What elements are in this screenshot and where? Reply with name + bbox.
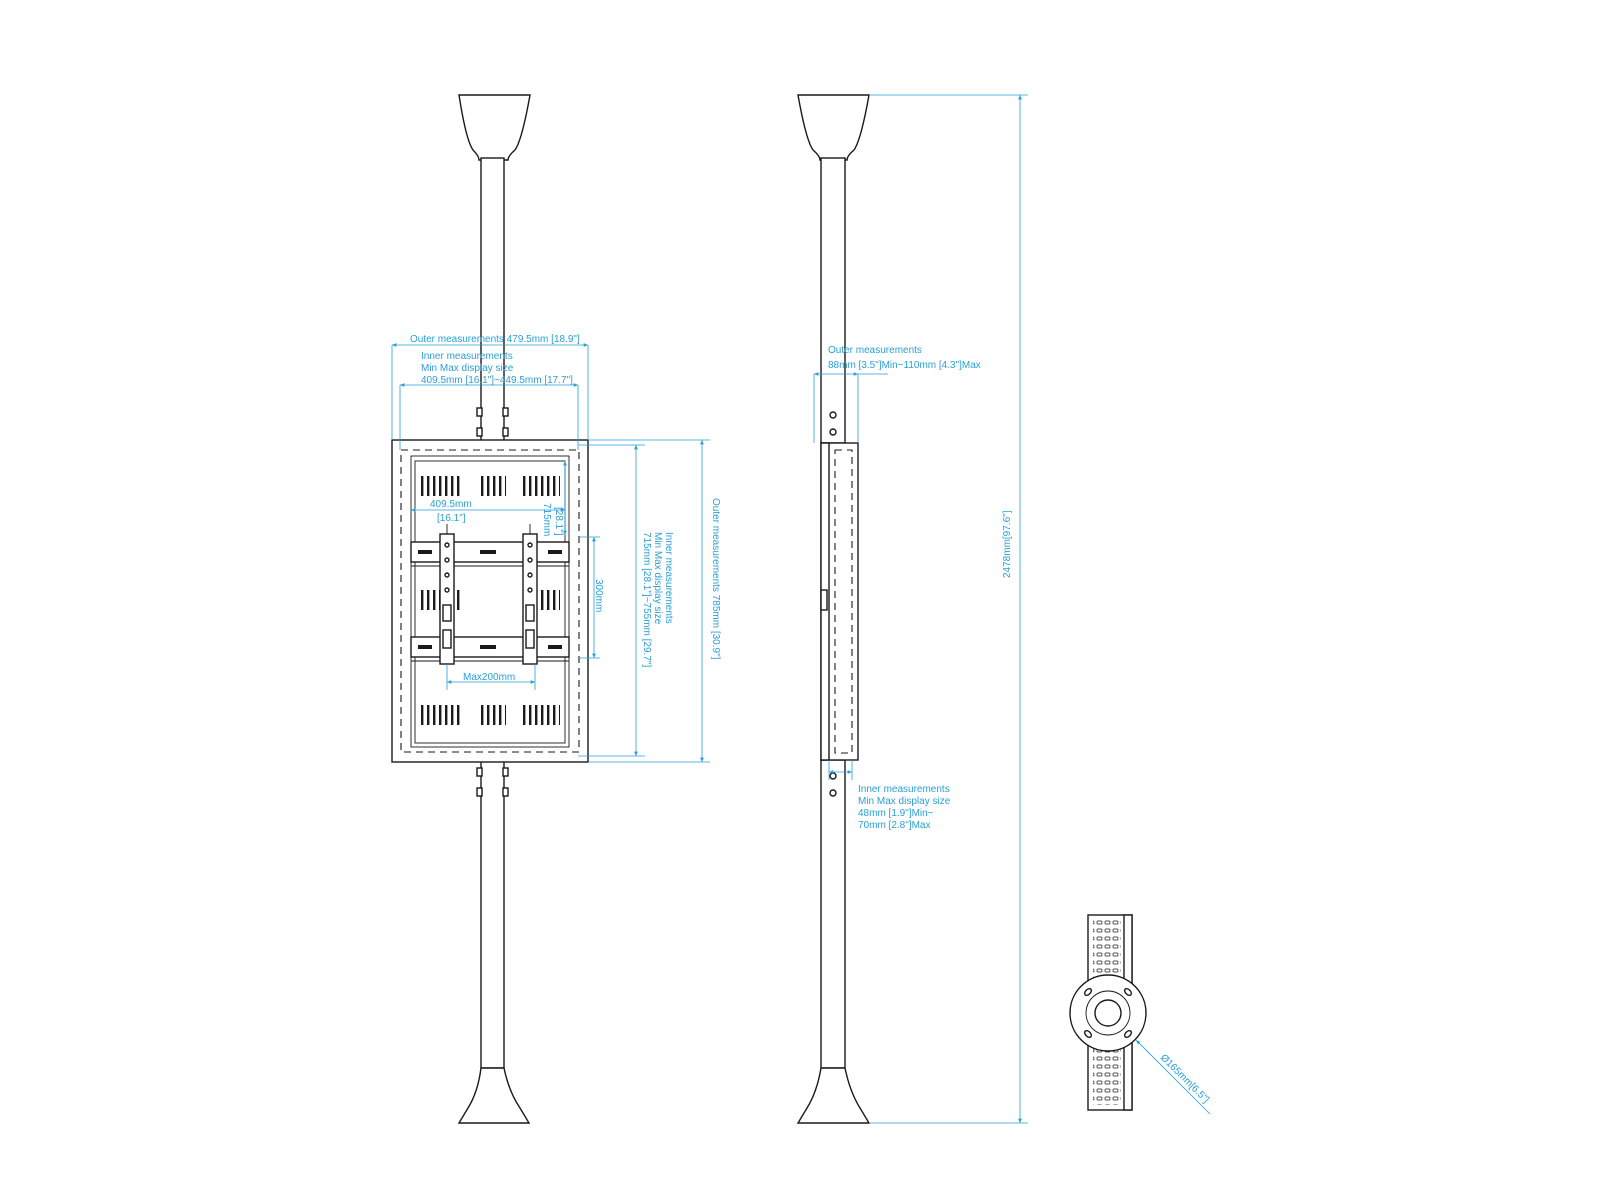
front-vertical-brackets xyxy=(439,524,538,665)
side-outer-depth-range: 88mm [3.5"]Min~110mm [4.3"]Max xyxy=(828,360,981,371)
bracket-spacing-in: [16.1"] xyxy=(437,513,466,524)
front-inner-panel xyxy=(414,460,566,744)
vesa-height-mm: 715mm xyxy=(541,503,552,536)
front-inner-frame xyxy=(410,455,570,748)
front-dimensions xyxy=(391,343,710,763)
top-perforation-upper xyxy=(1093,920,1121,985)
front-enclosure-dashed xyxy=(400,449,580,753)
front-pole-clamps xyxy=(476,407,509,797)
inner-height-subtitle: Min Max display size xyxy=(652,532,663,625)
side-dimensions xyxy=(813,94,1028,1124)
side-inner-title: Inner measurements xyxy=(858,784,950,795)
vesa-vertical-label: 300mm xyxy=(593,579,604,612)
outer-width-label: Outer measurements 479.5mm [18.9"] xyxy=(410,334,580,345)
inner-width-title: Inner measurements xyxy=(421,351,513,362)
front-pole-lower xyxy=(480,759,505,1069)
side-pole-lower xyxy=(820,759,846,1069)
side-dimension-labels: Outer measurements 88mm [3.5"]Min~110mm … xyxy=(828,345,1013,831)
inner-width-range: 409.5mm [16.1"]~449.5mm [17.7"] xyxy=(421,375,573,386)
total-height-label: 2478mm[97.6"] xyxy=(1002,510,1013,578)
vesa-horizontal-label: Max200mm xyxy=(463,672,515,683)
outer-height-label: Outer measurements 785mm [30.9"] xyxy=(710,498,721,660)
side-outer-title: Outer measurements xyxy=(828,345,922,356)
side-pole-upper xyxy=(820,157,846,444)
inner-height-title: Inner measurements xyxy=(663,532,674,624)
side-inner-subtitle: Min Max display size xyxy=(858,796,951,807)
bracket-spacing-mm: 409.5mm xyxy=(430,499,472,510)
top-pole-section xyxy=(1094,999,1122,1027)
side-enclosure-dashed xyxy=(834,449,853,754)
diameter-label: Ø165mm[6.5"] xyxy=(1158,1052,1211,1105)
top-base-ring xyxy=(1085,990,1131,1036)
side-inner-depth-line1: 48mm [1.9"]Min~ xyxy=(858,808,934,819)
inner-width-subtitle: Min Max display size xyxy=(421,363,514,374)
inner-height-range: 715mm [28.1"]~755mm [29.7"] xyxy=(641,532,652,667)
side-ceiling-flare xyxy=(797,94,870,161)
side-hinge xyxy=(820,589,828,611)
side-floor-base xyxy=(796,1067,871,1124)
vesa-height-in: [28.1"] xyxy=(553,507,564,536)
front-view: Outer measurements 479.5mm [18.9"] Inner… xyxy=(391,94,721,1124)
side-view: Outer measurements 88mm [3.5"]Min~110mm … xyxy=(796,94,1028,1124)
front-floor-base xyxy=(457,1067,531,1124)
side-pole-clamps xyxy=(820,348,846,858)
front-dimension-labels: Outer measurements 479.5mm [18.9"] Inner… xyxy=(410,334,721,683)
top-bolt-holes xyxy=(1083,987,1133,1039)
top-view: Ø165mm[6.5"] xyxy=(1069,914,1211,1115)
front-ceiling-flare xyxy=(458,94,531,161)
front-pole-upper xyxy=(480,157,505,444)
side-inner-depth-line2: 70mm [2.8"]Max xyxy=(858,820,930,831)
